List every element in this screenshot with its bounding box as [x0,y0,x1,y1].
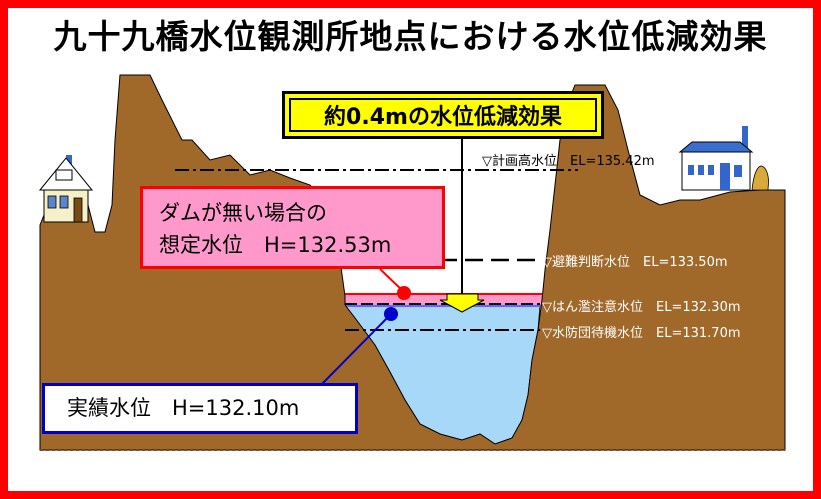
reduction-callout-label: 約0.4mの水位低減効果 [324,105,562,130]
reduction-callout: 約0.4mの水位低減効果 [282,91,604,139]
page-title: 九十九橋水位観測所地点における水位低減効果 [53,17,768,56]
evacuation-level-label: ▽避難判断水位 EL=133.50m [542,255,728,270]
down-arrow-icon [439,293,485,313]
no-dam-marker [397,286,411,300]
reduction-callout-inner-border [289,98,597,132]
flood-standby-level-label: ▽水防団待機水位 EL=131.70m [542,326,741,341]
plan-high-level-label: ▽計画高水位 EL=135.42m [482,154,655,169]
no-dam-line1: ダムが無い場合の [159,201,327,225]
no-dam-callout: ダムが無い場合の 想定水位 H=132.53m [140,186,445,269]
actual-connector [319,313,392,387]
flood-caution-level-label: ▽はん濫注意水位 EL=132.30m [542,300,741,315]
actual-level-callout: 実績水位 H=132.10m [42,383,358,434]
ground-profile [39,74,786,451]
no-dam-line2: 想定水位 H=132.53m [159,233,392,257]
actual-level-label: 実績水位 H=132.10m [67,396,300,420]
house-right-icon [678,126,769,191]
actual-marker [384,307,398,321]
house-left-icon [38,155,94,223]
